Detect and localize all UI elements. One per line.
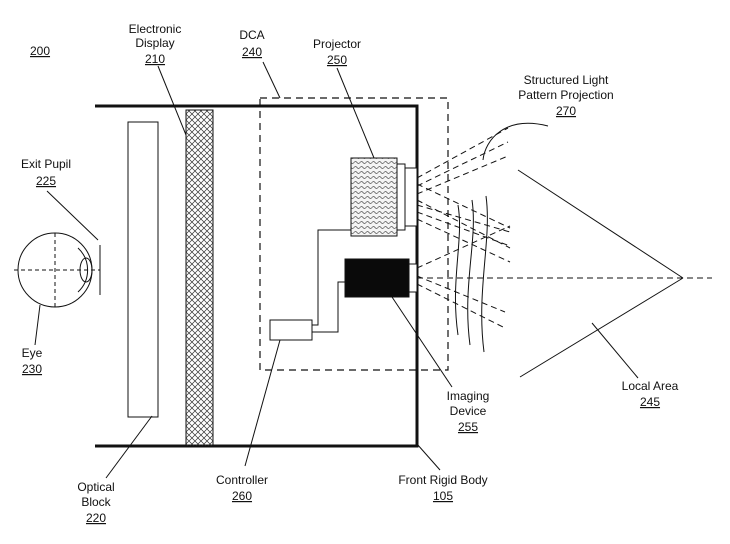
svg-text:225: 225 [36,174,56,188]
svg-text:Front Rigid Body: Front Rigid Body [398,473,487,487]
svg-text:Eye: Eye [22,346,43,360]
svg-text:220: 220 [86,511,106,525]
svg-text:Block: Block [81,495,111,509]
local-area-cone [518,170,683,377]
electronic-display [186,110,213,446]
imaging-device [345,259,417,297]
eye [14,233,100,307]
svg-text:105: 105 [433,489,453,503]
svg-text:250: 250 [327,53,347,67]
svg-text:210: 210 [145,52,165,66]
svg-text:245: 245 [640,395,660,409]
svg-text:260: 260 [232,489,252,503]
svg-text:Exit Pupil: Exit Pupil [21,157,71,171]
svg-text:Local Area: Local Area [622,379,679,393]
figure-number: 200 [30,44,50,58]
svg-text:Structured Light: Structured Light [524,73,609,87]
label-structured-light: Structured Light Pattern Projection 270 [518,73,613,118]
svg-text:Display: Display [135,36,174,50]
label-controller: Controller 260 [216,473,268,503]
projector [351,158,417,236]
svg-text:DCA: DCA [239,28,264,42]
label-electronic-display: Electronic Display 210 [129,22,182,66]
svg-text:Projector: Projector [313,37,361,51]
svg-text:Imaging: Imaging [447,389,490,403]
svg-text:255: 255 [458,420,478,434]
structured-light-rays [417,128,510,262]
label-exit-pupil: Exit Pupil 225 [21,157,71,188]
svg-text:Device: Device [450,404,487,418]
label-optical-block: Optical Block 220 [77,480,114,525]
optical-block [128,122,158,417]
label-eye: Eye 230 [22,346,43,376]
svg-text:240: 240 [242,45,262,59]
label-dca: DCA 240 [239,28,264,59]
svg-text:Controller: Controller [216,473,268,487]
svg-text:Pattern Projection: Pattern Projection [518,88,613,102]
structured-light-curves [455,196,487,352]
svg-text:270: 270 [556,104,576,118]
label-front-rigid-body: Front Rigid Body 105 [398,473,487,503]
controller [270,320,312,340]
svg-text:230: 230 [22,362,42,376]
leader-lines [35,62,638,478]
label-imaging-device: Imaging Device 255 [447,389,490,434]
label-projector: Projector 250 [313,37,361,67]
svg-text:Electronic: Electronic [129,22,182,36]
label-local-area: Local Area 245 [622,379,679,409]
svg-text:Optical: Optical [77,480,114,494]
